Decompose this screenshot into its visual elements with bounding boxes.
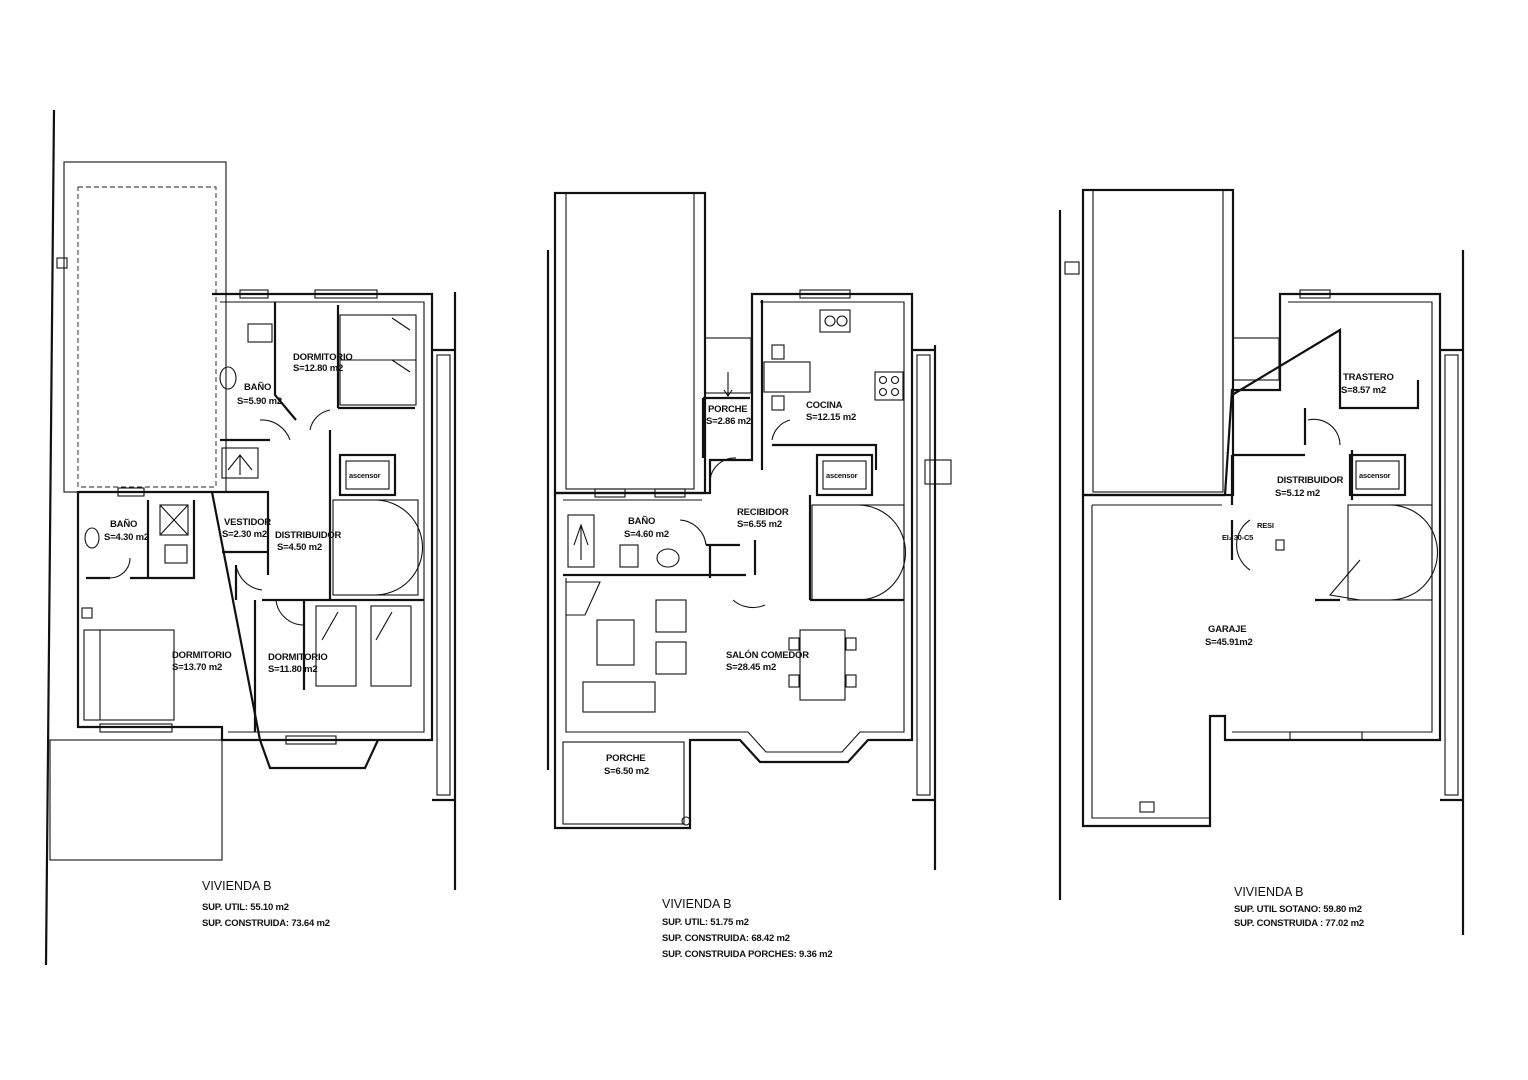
cooktop-icon — [924, 459, 952, 485]
sink-icon — [219, 366, 237, 390]
spiral-staircase — [1347, 504, 1433, 601]
room-label-name: BAÑO — [628, 516, 655, 527]
room-label-area: S=13.70 m2 — [172, 662, 222, 673]
window — [594, 488, 626, 498]
garden-strip — [1081, 188, 1235, 497]
elevator-label: ascensor — [349, 471, 381, 480]
door-marker — [1275, 539, 1285, 551]
room-label-name: RECIBIDOR — [737, 507, 789, 518]
room-label-area: S=11.80 m2 — [268, 664, 318, 675]
window — [654, 488, 686, 498]
window — [99, 723, 173, 733]
ground-floor-walls — [553, 292, 914, 830]
plan-ground-floor: PORCHE S=2.86 m2 COCINA S=12.15 m2 BAÑO … — [546, 191, 952, 960]
room-label-name: BAÑO — [244, 382, 271, 393]
window — [1289, 731, 1363, 741]
surface-line: SUP. CONSTRUIDA: 68.42 m2 — [662, 933, 790, 944]
room-label-area: S=28.45 m2 — [726, 662, 776, 673]
armchair — [655, 599, 687, 633]
elevator-shaft — [338, 453, 397, 497]
plan-title: VIVIENDA B — [202, 879, 271, 893]
door-note: RESI — [1257, 521, 1274, 530]
dining-table — [799, 629, 846, 701]
single-bed — [370, 605, 412, 687]
toilet-icon — [619, 544, 639, 568]
terrace-deck-lower — [49, 739, 223, 861]
room-label-area: S=2.30 m2 — [222, 529, 267, 540]
sofa — [582, 681, 656, 713]
room-label-name: DORMITORIO — [293, 352, 353, 363]
door-note: EI₂ 30-C5 — [1222, 533, 1253, 542]
elevator-label: ascensor — [826, 471, 858, 480]
sink-icon — [819, 309, 851, 333]
sink-icon — [656, 548, 680, 568]
room-label-area: S=2.86 m2 — [706, 416, 751, 427]
room-label-name: BAÑO — [110, 519, 137, 530]
room-label-name: DISTRIBUIDOR — [275, 530, 342, 541]
room-label-area: S=4.30 m2 — [104, 532, 149, 543]
room-label-area: S=8.57 m2 — [1341, 385, 1386, 396]
room-label-area: S=4.60 m2 — [624, 529, 669, 540]
plan-basement: TRASTERO S=8.57 m2 DISTRIBUIDOR S=5.12 m… — [1058, 188, 1465, 935]
room-label-name: SALÓN COMEDOR — [726, 649, 809, 661]
coffee-table — [596, 619, 635, 666]
surface-line: SUP. CONSTRUIDA PORCHES: 9.36 m2 — [662, 949, 832, 960]
basement-walls — [1081, 292, 1442, 828]
surface-line: SUP. UTIL SOTANO: 59.80 m2 — [1234, 904, 1362, 915]
terrace-deck — [63, 161, 227, 493]
shower-icon — [221, 447, 259, 479]
room-label-name: DISTRIBUIDOR — [1277, 475, 1344, 486]
room-label-name: PORCHE — [606, 753, 645, 764]
elevator-shaft — [1348, 453, 1407, 497]
surface-line: SUP. CONSTRUIDA: 73.64 m2 — [202, 918, 330, 929]
room-label-name: PORCHE — [708, 404, 747, 415]
spiral-staircase — [811, 504, 905, 601]
room-label-area: S=4.50 m2 — [277, 542, 322, 553]
kitchen-table — [763, 361, 811, 393]
room-label-area: S=5.12 m2 — [1275, 488, 1320, 499]
window — [239, 289, 269, 299]
sink-icon — [84, 527, 100, 549]
double-bed — [83, 629, 175, 721]
toilet-icon — [247, 323, 273, 343]
spiral-staircase — [332, 499, 419, 596]
elevator-label: ascensor — [1359, 471, 1391, 480]
room-label-area: S=12.15 m2 — [806, 412, 856, 423]
room-label-name: VESTIDOR — [224, 517, 271, 528]
shower-tray-icon — [159, 504, 189, 536]
room-label-name: COCINA — [806, 400, 843, 411]
room-label-area: S=45.91m2 — [1205, 637, 1253, 648]
surface-line: SUP. CONSTRUIDA : 77.02 m2 — [1234, 918, 1364, 929]
toilet-icon — [164, 544, 188, 564]
window — [314, 289, 378, 299]
garage-door-marker — [1139, 801, 1155, 813]
room-label-name: GARAJE — [1208, 624, 1246, 635]
front-porch — [562, 741, 685, 825]
entrance-steps — [1232, 337, 1280, 381]
window — [1299, 289, 1331, 299]
sheet-border-line — [44, 109, 56, 966]
window — [285, 735, 337, 745]
plan-title: VIVIENDA B — [1234, 885, 1303, 899]
room-label-area: S=6.55 m2 — [737, 519, 782, 530]
surface-line: SUP. UTIL: 55.10 m2 — [202, 902, 289, 913]
room-label-area: S=12.80 m2 — [293, 363, 343, 374]
cooktop-icon — [874, 371, 904, 401]
shower-icon — [567, 514, 595, 568]
room-label-name: DORMITORIO — [172, 650, 232, 661]
window — [117, 487, 145, 497]
room-label-name: TRASTERO — [1343, 372, 1394, 383]
room-label-area: S=5.90 m2 — [237, 396, 282, 407]
garden-strip — [553, 191, 707, 495]
elevator-shaft — [815, 453, 874, 497]
room-label-name: DORMITORIO — [268, 652, 328, 663]
window — [799, 289, 851, 299]
surface-line: SUP. UTIL: 51.75 m2 — [662, 917, 749, 928]
single-bed — [315, 605, 357, 687]
room-label-area: S=6.50 m2 — [604, 766, 649, 777]
plan-upper-floor: DORMITORIO S=12.80 m2 BAÑO S=5.90 m2 BAÑ… — [44, 109, 457, 966]
plan-title: VIVIENDA B — [662, 897, 731, 911]
armchair — [655, 641, 687, 675]
